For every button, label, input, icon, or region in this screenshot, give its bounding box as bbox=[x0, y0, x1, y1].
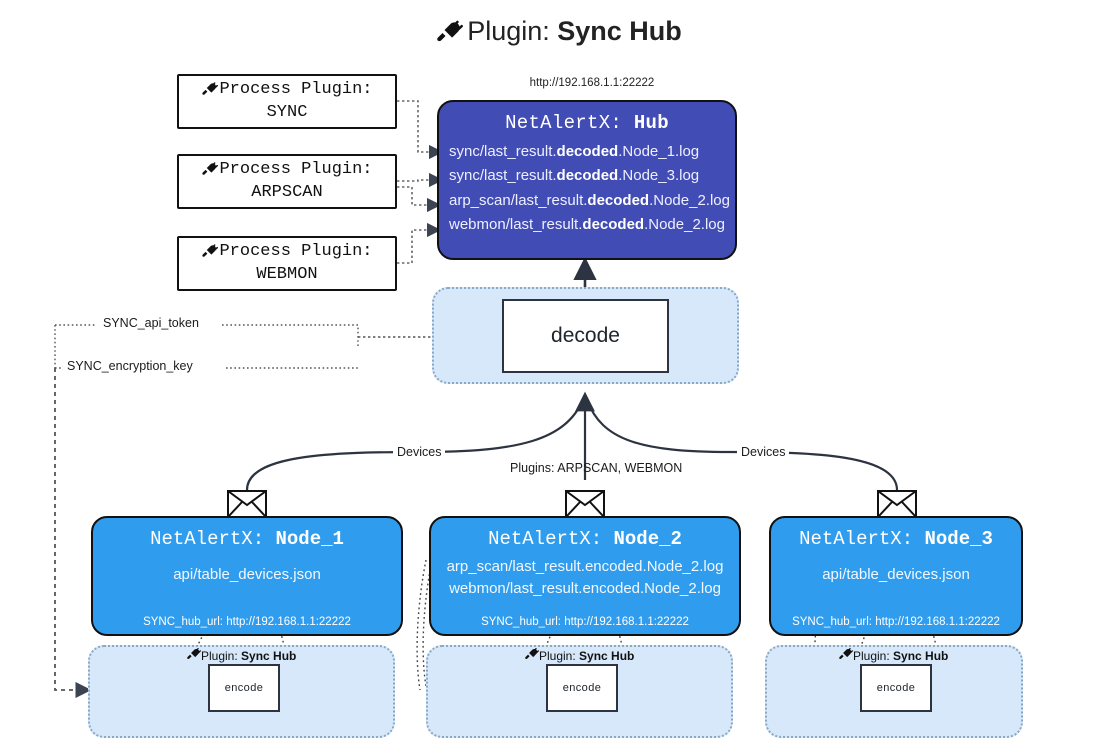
edge-label-devices-left: Devices bbox=[393, 445, 446, 459]
decode-box[interactable]: decode bbox=[502, 299, 669, 373]
process-plugin-arpscan[interactable]: Process Plugin: ARPSCAN bbox=[177, 154, 397, 209]
edge-label-plugins: Plugins: ARPSCAN, WEBMON bbox=[510, 461, 683, 475]
plug-icon bbox=[202, 81, 219, 95]
plug-icon bbox=[525, 647, 539, 659]
node-footer: SYNC_hub_url: http://192.168.1.1:22222 bbox=[481, 616, 689, 628]
plugin-line2: SYNC bbox=[266, 102, 308, 122]
encode-plugin-label-2: Plugin: Sync Hub bbox=[524, 646, 634, 663]
hub-url-label: http://192.168.1.1:22222 bbox=[529, 77, 655, 89]
node-line: api/table_devices.json bbox=[822, 566, 970, 583]
node-box-3[interactable]: NetAlertX: Node_3 api/table_devices.json… bbox=[769, 516, 1023, 636]
edge-label-devices-right: Devices bbox=[737, 445, 790, 459]
node-line: webmon/last_result.encoded.Node_2.log bbox=[449, 580, 721, 597]
node-title: NetAlertX: Node_3 bbox=[799, 528, 993, 550]
hub-box[interactable]: NetAlertX: Hub sync/last_result.decoded.… bbox=[437, 100, 737, 260]
hub-log-line: sync/last_result.decoded.Node_3.log bbox=[449, 167, 700, 185]
title-name: Sync Hub bbox=[557, 16, 682, 46]
node-line: api/table_devices.json bbox=[173, 566, 321, 583]
encode-plugin-label-1: Plugin: Sync Hub bbox=[186, 646, 296, 663]
plugin-line2: WEBMON bbox=[256, 264, 318, 284]
encode-plugin-label-3: Plugin: Sync Hub bbox=[838, 646, 948, 663]
plug-icon bbox=[202, 161, 219, 175]
plug-icon bbox=[839, 647, 853, 659]
hub-title: NetAlertX: Hub bbox=[505, 112, 669, 134]
envelope-icon bbox=[877, 490, 917, 518]
process-plugin-webmon[interactable]: Process Plugin: WEBMON bbox=[177, 236, 397, 291]
plug-icon bbox=[435, 17, 464, 50]
plugin-line1: Process Plugin: bbox=[219, 79, 373, 99]
node-footer: SYNC_hub_url: http://192.168.1.1:22222 bbox=[143, 616, 351, 628]
plugin-line2: ARPSCAN bbox=[251, 182, 323, 202]
encode-box-3[interactable]: encode bbox=[860, 664, 932, 712]
page-title: Plugin: Sync Hub bbox=[0, 16, 1117, 50]
secret-label-api-token: SYNC_api_token bbox=[99, 316, 203, 330]
process-plugin-sync[interactable]: Process Plugin: SYNC bbox=[177, 74, 397, 129]
plug-icon bbox=[187, 647, 201, 659]
plugin-line1: Process Plugin: bbox=[219, 159, 373, 179]
envelope-icon bbox=[565, 490, 605, 518]
hub-log-line: sync/last_result.decoded.Node_1.log bbox=[449, 143, 700, 160]
node-footer: SYNC_hub_url: http://192.168.1.1:22222 bbox=[792, 616, 1000, 628]
encode-box-1[interactable]: encode bbox=[208, 664, 280, 712]
encode-box-2[interactable]: encode bbox=[546, 664, 618, 712]
node-box-2[interactable]: NetAlertX: Node_2 arp_scan/last_result.e… bbox=[429, 516, 741, 636]
envelope-icon bbox=[227, 490, 267, 518]
hub-log-line: arp_scan/last_result.decoded.Node_2.log bbox=[449, 191, 730, 209]
plug-icon bbox=[202, 243, 219, 257]
title-prefix: Plugin: bbox=[467, 16, 558, 46]
secret-label-encryption-key: SYNC_encryption_key bbox=[63, 359, 197, 373]
hub-log-line: webmon/last_result.decoded.Node_2.log bbox=[449, 215, 725, 233]
node-title: NetAlertX: Node_1 bbox=[150, 528, 344, 550]
node-title: NetAlertX: Node_2 bbox=[488, 528, 682, 550]
plugin-line1: Process Plugin: bbox=[219, 241, 373, 261]
node-line: arp_scan/last_result.encoded.Node_2.log bbox=[446, 558, 724, 575]
node-box-1[interactable]: NetAlertX: Node_1 api/table_devices.json… bbox=[91, 516, 403, 636]
